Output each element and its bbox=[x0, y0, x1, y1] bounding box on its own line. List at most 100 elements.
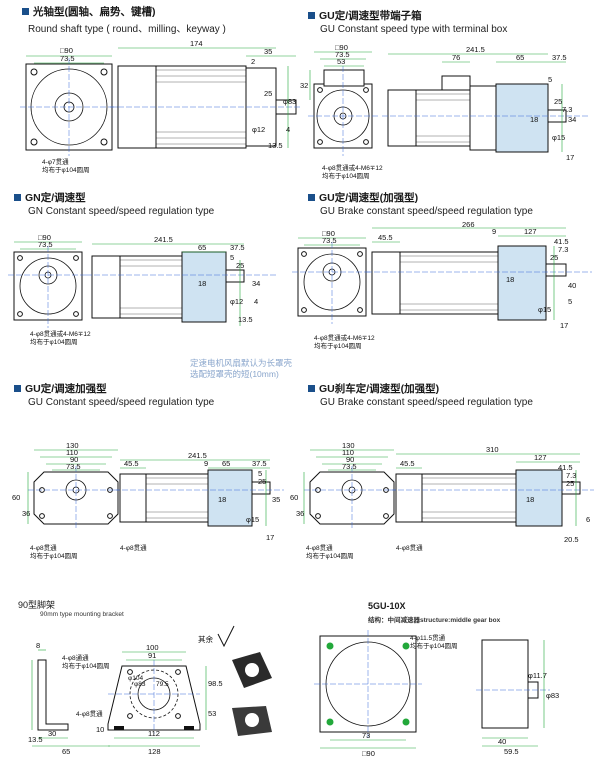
gut-d34-label: 34 bbox=[568, 115, 576, 124]
gube-d18-label: 18 bbox=[526, 495, 534, 504]
brk-d53-label: 53 bbox=[208, 709, 216, 718]
gube-d36-label: 36 bbox=[296, 509, 304, 518]
gut-d76-label: 76 bbox=[452, 53, 460, 62]
bracket-drawing: 8 13.5 30 65 4-φ8通通 均布于φ104圆周 4-φ8贯通 100… bbox=[28, 625, 272, 756]
gube-d455-label: 45.5 bbox=[400, 459, 415, 468]
gue-hole-note3: 4-φ8贯通 bbox=[120, 543, 147, 552]
brk-hole-note3: 4-φ8贯通 bbox=[76, 709, 103, 718]
heading-square-icon bbox=[14, 385, 21, 392]
round-d174-label: 174 bbox=[190, 39, 203, 48]
gub-hole-note2: 均布于φ104圆周 bbox=[314, 341, 362, 350]
gube-d205-label: 20.5 bbox=[564, 535, 579, 544]
gut-d73b-label: 7.3 bbox=[562, 105, 572, 114]
brk-d65-label: 65 bbox=[62, 747, 70, 756]
brk-d100-label: 100 bbox=[146, 643, 159, 652]
brk-d112-label: 112 bbox=[148, 729, 160, 738]
gub-d73-label: 73.5 bbox=[322, 236, 337, 245]
gn-d12-label: φ12 bbox=[230, 297, 243, 306]
gue-d35-label: 35 bbox=[272, 495, 280, 504]
gn-d18-label: 18 bbox=[198, 279, 206, 288]
gu-enhanced-title: GU定/调速加强型 bbox=[14, 381, 107, 396]
heading-square-icon bbox=[308, 194, 315, 201]
gbx-hole-note: 4-φ11.5贯通 bbox=[410, 633, 446, 642]
gn-d375-label: 37.5 bbox=[230, 243, 245, 252]
gub-hole-note: 4-φ8贯通或4-M6∓12 bbox=[314, 333, 375, 342]
round-d25-label: 25 bbox=[264, 89, 272, 98]
gn-sq-label: □90 bbox=[38, 233, 51, 242]
gub-d455-label: 45.5 bbox=[378, 233, 393, 242]
gue-hole-note: 4-φ8贯通 bbox=[30, 543, 57, 552]
gub-sq-label: □90 bbox=[322, 229, 335, 238]
gbx-hole-note2: 均布于φ104圆周 bbox=[410, 641, 458, 650]
gue-d25-label: 25 bbox=[258, 477, 266, 486]
gn-d4-label: 4 bbox=[254, 297, 258, 306]
gut-d18-label: 18 bbox=[530, 115, 538, 124]
round-d2-label: 2 bbox=[251, 57, 255, 66]
gearbox-subtitle: 结构：中间减速器structure:middle gear box bbox=[368, 617, 501, 624]
gearbox-drawing: 73 □90 4-φ11.5贯通 均布于φ104圆周 φ11.7 φ83 40 … bbox=[314, 630, 559, 758]
gue-d17-label: 17 bbox=[266, 533, 274, 542]
round-hole-note2: 均布于φ104圆周 bbox=[42, 165, 90, 174]
gube-d60-label: 60 bbox=[290, 493, 298, 502]
gn-subtitle: GN Constant speed/speed regulation type bbox=[28, 206, 215, 217]
gube-d25-label: 25 bbox=[566, 479, 574, 488]
gue-d5-label: 5 bbox=[258, 469, 262, 478]
gearbox-title: 5GU-10X bbox=[368, 601, 406, 611]
heading-square-icon bbox=[308, 12, 315, 19]
gu-terminal-subtitle: GU Constant speed type with terminal box bbox=[320, 24, 508, 35]
gue-d18-label: 18 bbox=[218, 495, 226, 504]
brk-d985-label: 98.5 bbox=[208, 679, 223, 688]
gn-d2415-label: 241.5 bbox=[154, 235, 173, 244]
gube-d90-label: 90 bbox=[346, 455, 354, 464]
gbx-d595-label: 59.5 bbox=[504, 747, 519, 756]
gu-enhanced-drawing: 130 110 90 73.5 60 36 241.5 45.5 9 65 37… bbox=[12, 441, 284, 560]
gu-brake-enhanced-title: GU刹车定/调速型(加强型) bbox=[308, 381, 439, 396]
gut-d53-label: 53 bbox=[337, 57, 345, 66]
gue-d130-label: 130 bbox=[66, 441, 79, 450]
round-sq-label: □90 bbox=[60, 46, 73, 55]
gbx-sq-label: □90 bbox=[362, 749, 375, 758]
gn-d65-label: 65 bbox=[198, 243, 206, 252]
gu-terminal-drawing: □90 73.5 53 32 241.5 76 65 37.5 5 25 7.3… bbox=[300, 43, 590, 180]
gue-d60-label: 60 bbox=[12, 493, 20, 502]
gube-d73-label: 73.5 bbox=[342, 462, 357, 471]
gut-d32-label: 32 bbox=[300, 81, 308, 90]
gue-hole-note2: 均布于φ104圆周 bbox=[30, 551, 78, 560]
gn-drawing: □90 73.5 241.5 65 37.5 5 25 18 34 φ12 4 … bbox=[8, 233, 278, 346]
gut-d17-label: 17 bbox=[566, 153, 574, 162]
gue-d9-label: 9 bbox=[204, 459, 208, 468]
brk-d104-label: φ104 bbox=[128, 675, 143, 682]
gube-d415-label: 41.5 bbox=[558, 463, 573, 472]
gu-enhanced-subtitle: GU Constant speed/speed regulation type bbox=[28, 397, 215, 408]
gube-d310-label: 310 bbox=[486, 445, 499, 454]
gube-hole-note2: 均布于φ104圆周 bbox=[306, 551, 354, 560]
gu-brake-enhanced-subtitle: GU Brake constant speed/speed regulation… bbox=[320, 397, 533, 408]
brk-d30-label: 30 bbox=[48, 729, 56, 738]
gube-hole-note3: 4-φ8贯通 bbox=[396, 543, 423, 552]
gue-d73-label: 73.5 bbox=[66, 462, 81, 471]
gn-d25-label: 25 bbox=[236, 261, 244, 270]
gue-d2415-label: 241.5 bbox=[188, 451, 207, 460]
gu-brake-drawing: □90 73.5 266 45.5 9 127 41.5 7.3 25 18 4… bbox=[292, 220, 592, 350]
gube-d130-label: 130 bbox=[342, 441, 355, 450]
gub-d40-label: 40 bbox=[568, 281, 576, 290]
gbx-d83-label: φ83 bbox=[546, 691, 559, 700]
gut-d15-label: φ15 bbox=[552, 133, 565, 142]
gube-hole-note: 4-φ8贯通 bbox=[306, 543, 333, 552]
brk-d135-label: 13.5 bbox=[28, 735, 43, 744]
gn-hole-note2: 均布于φ104圆周 bbox=[30, 337, 78, 346]
gu-brake-subtitle: GU Brake constant speed/speed regulation… bbox=[320, 206, 533, 217]
round-d135-label: 13.5 bbox=[268, 141, 283, 150]
gub-d415-label: 41.5 bbox=[554, 237, 569, 246]
brk-d10-label: 10 bbox=[96, 725, 104, 734]
gue-d110-label: 110 bbox=[66, 448, 78, 457]
gbx-d40-label: 40 bbox=[498, 737, 506, 746]
gn-title: GN定/调速型 bbox=[14, 190, 86, 205]
gue-d65-label: 65 bbox=[222, 459, 230, 468]
gut-d65-label: 65 bbox=[516, 53, 524, 62]
gube-d110-label: 110 bbox=[342, 448, 354, 457]
heading-square-icon bbox=[14, 194, 21, 201]
gn-d73-label: 73.5 bbox=[38, 240, 53, 249]
gut-d2415-label: 241.5 bbox=[466, 45, 485, 54]
gub-d266-label: 266 bbox=[462, 220, 475, 229]
